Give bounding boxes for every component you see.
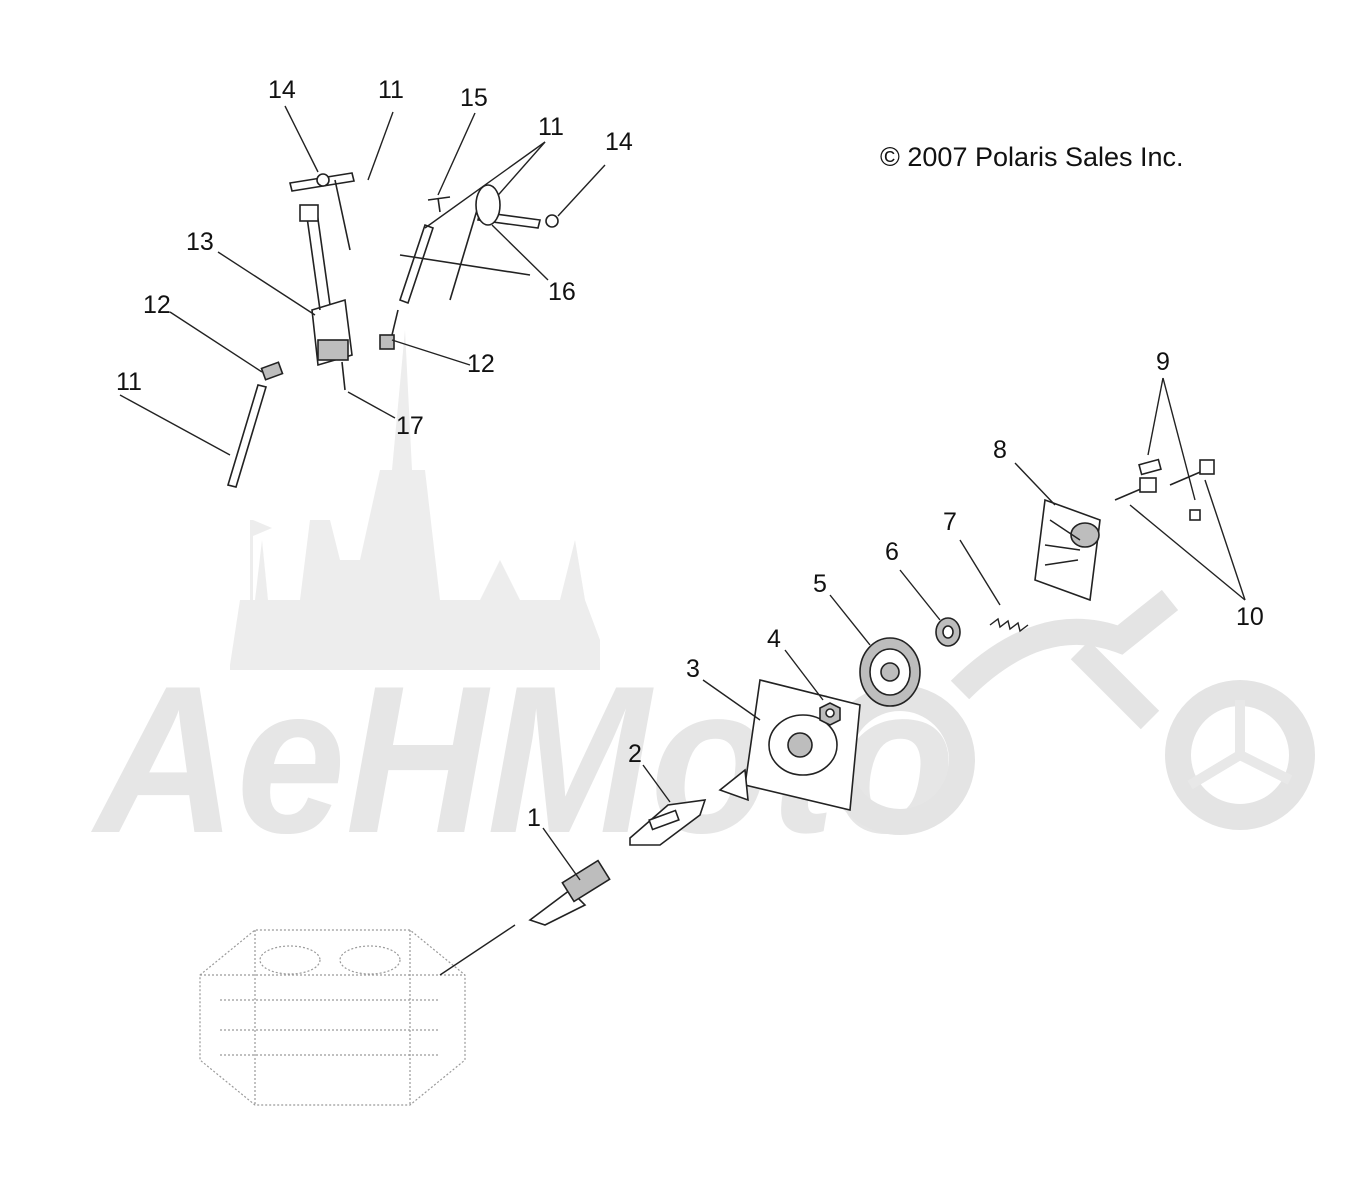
engine-block (199, 924, 516, 1106)
watermark-skyline-image (230, 330, 600, 670)
part-17-screw (341, 361, 396, 419)
callout-12-right: 12 (467, 350, 495, 378)
callout-4: 4 (767, 625, 781, 653)
callout-15: 15 (460, 84, 488, 112)
callout-14-left: 14 (268, 76, 296, 104)
part-11-hoses (119, 111, 546, 488)
callout-14-right: 14 (605, 128, 633, 156)
callout-16: 16 (548, 278, 576, 306)
part-7-spring (959, 539, 1029, 633)
part-1-pump-drive (528, 827, 611, 926)
part-4-nut (784, 649, 841, 726)
callout-9: 9 (1156, 348, 1170, 376)
part-12-fittings (169, 309, 471, 381)
callout-8: 8 (993, 436, 1007, 464)
part-9-10-screws (1114, 377, 1246, 601)
watermark: AeHMoto (90, 330, 1315, 877)
callout-11-left: 11 (116, 368, 142, 396)
part-15-clip (427, 112, 476, 213)
callout-2: 2 (628, 740, 642, 768)
part-13-valve-body (217, 204, 353, 367)
callout-5: 5 (813, 570, 827, 598)
part-6-plate (899, 569, 961, 647)
callout-11-top-right: 11 (538, 113, 564, 141)
part-8-cover (1014, 462, 1101, 602)
watermark-wheel-spokes (1187, 700, 1293, 790)
callout-10: 10 (1236, 603, 1264, 631)
callout-17: 17 (396, 412, 424, 440)
part-3-pump-housing (702, 679, 861, 811)
callout-3: 3 (686, 655, 700, 683)
callout-1: 1 (527, 804, 541, 832)
callout-labels: 1 2 3 4 5 6 7 8 9 10 11 11 11 12 12 13 1… (116, 76, 1264, 832)
callout-12-left: 12 (143, 291, 171, 319)
part-16-clamp (399, 184, 549, 281)
callout-6: 6 (885, 538, 899, 566)
callout-13: 13 (186, 228, 214, 256)
callout-11-top-left: 11 (378, 76, 404, 104)
part-2-gasket (629, 764, 707, 846)
callout-7: 7 (943, 508, 957, 536)
part-5-diaphragm (829, 594, 921, 707)
copyright-text: © 2007 Polaris Sales Inc. (880, 142, 1184, 172)
part-14-caps (284, 105, 606, 228)
